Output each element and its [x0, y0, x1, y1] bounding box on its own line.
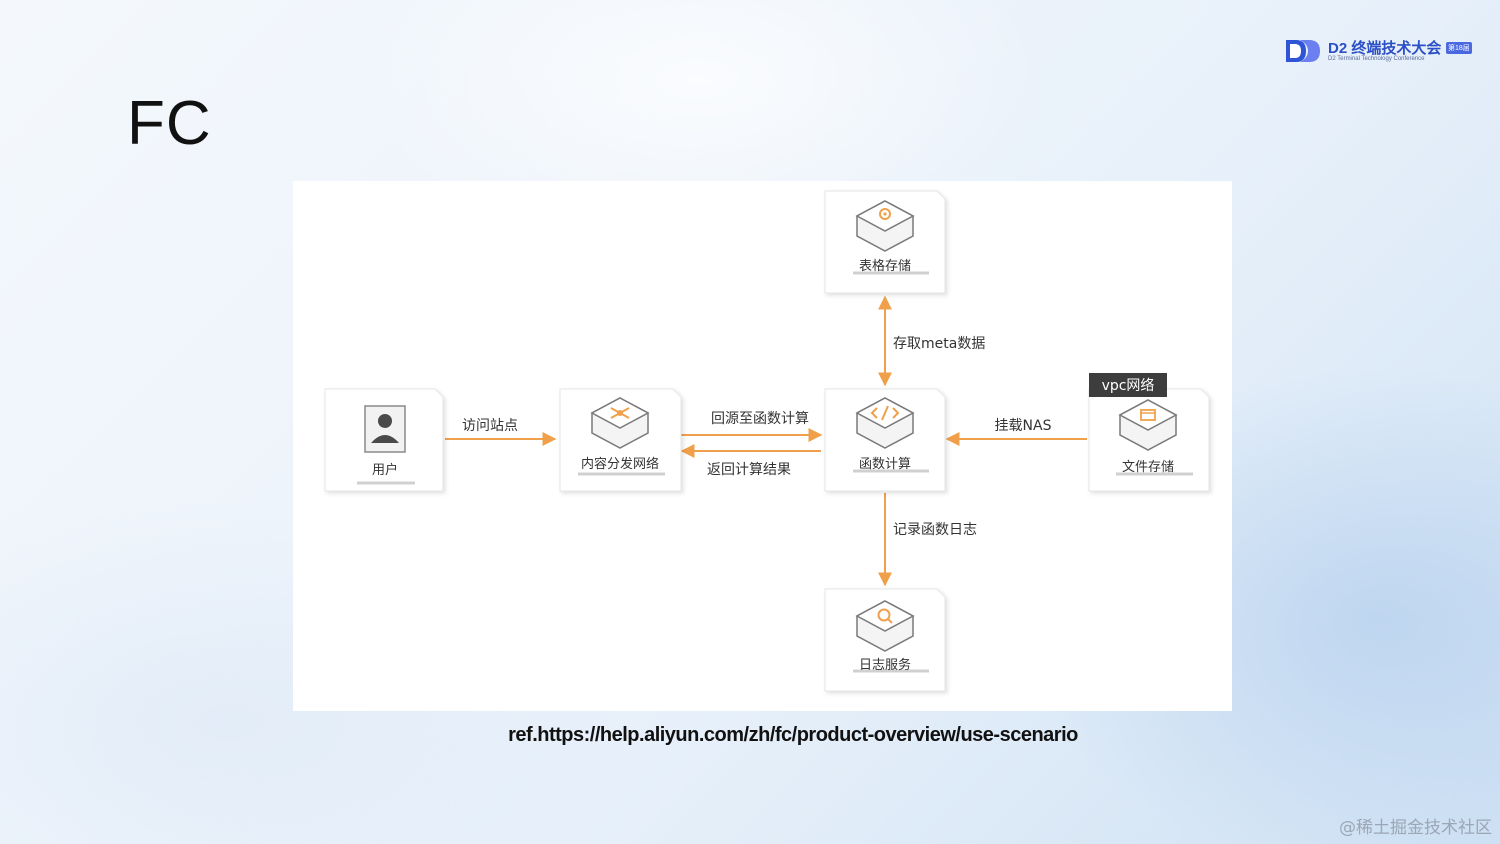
diagram-canvas: 访问站点 回源至函数计算 返回计算结果 存取meta数据 记录函数日志 挂载NA…	[324, 190, 1210, 692]
node-label-file-storage: 文件存储	[1122, 460, 1174, 475]
conference-logo: D2 终端技术大会 第18届 D2 Terminal Technology Co…	[1284, 38, 1476, 66]
edge-return-result: 返回计算结果	[680, 444, 821, 478]
person-icon	[364, 405, 406, 453]
node-label-log-service: 日志服务	[859, 657, 911, 673]
edge-label-return-result: 返回计算结果	[707, 462, 791, 478]
logo-badge: 第18届	[1446, 42, 1472, 54]
table-storage-icon	[855, 200, 915, 252]
edge-record-logs: 记录函数日志	[878, 493, 977, 587]
reference-link[interactable]: ref.https://help.aliyun.com/zh/fc/produc…	[508, 724, 1078, 746]
architecture-diagram: 访问站点 回源至函数计算 返回计算结果 存取meta数据 记录函数日志 挂载NA…	[293, 181, 1232, 711]
log-search-icon	[855, 600, 915, 652]
edge-mount-nas: 挂载NAS	[945, 418, 1087, 446]
edge-label-record-logs: 记录函数日志	[893, 522, 977, 538]
edge-label-mount-nas: 挂载NAS	[995, 418, 1052, 434]
logo-subtitle: D2 Terminal Technology Conference	[1328, 56, 1425, 62]
node-function-compute: 函数计算	[824, 388, 946, 492]
vpc-tag-label: vpc网络	[1102, 378, 1155, 394]
node-table-store: 表格存储	[824, 190, 946, 294]
node-cdn: 内容分发网络	[559, 388, 682, 492]
edge-label-meta-access: 存取meta数据	[893, 336, 985, 352]
node-user: 用户	[324, 388, 444, 492]
edge-label-visit-site: 访问站点	[462, 418, 518, 434]
edge-label-back-to-source: 回源至函数计算	[711, 411, 809, 427]
node-label-user: 用户	[372, 462, 398, 478]
slide-title: FC	[127, 89, 212, 158]
d2-logo-icon	[1286, 40, 1320, 62]
edge-visit-site: 访问站点	[445, 418, 557, 446]
vpc-network-tag: vpc网络	[1089, 373, 1167, 397]
node-log-service: 日志服务	[824, 588, 946, 692]
node-file-storage: 文件存储	[1088, 388, 1210, 492]
function-compute-icon	[855, 397, 915, 449]
cdn-network-icon	[590, 397, 650, 449]
node-label-function-compute: 函数计算	[859, 457, 911, 472]
edge-meta-access: 存取meta数据	[878, 295, 985, 387]
file-storage-icon	[1118, 399, 1178, 451]
node-label-table-store: 表格存储	[859, 258, 911, 274]
logo-name: D2 终端技术大会	[1328, 40, 1442, 57]
edge-back-to-source: 回源至函数计算	[680, 411, 823, 442]
node-label-cdn: 内容分发网络	[581, 456, 659, 472]
watermark: @稀土掘金技术社区	[1339, 818, 1492, 838]
